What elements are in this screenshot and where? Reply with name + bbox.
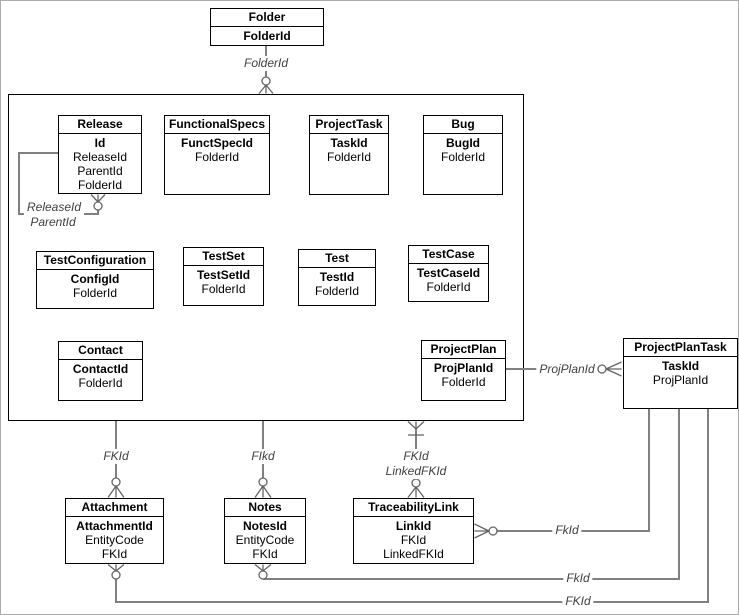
entity-bug: Bug BugId FolderId (423, 115, 503, 195)
field-taskid: TaskId (661, 359, 700, 373)
crow-foot-one-many-icon (407, 421, 425, 436)
crow-foot-zero-many-icon (254, 563, 272, 580)
field-entitycode: EntityCode (235, 533, 295, 547)
connector-attachment-ppt (115, 409, 709, 603)
label-projectplan-ppt: ProjPlanId (536, 362, 598, 377)
field-functspecid: FunctSpecId (180, 136, 253, 150)
field-notesid: NotesId (242, 519, 287, 533)
field-folderid: FolderId (426, 280, 471, 294)
field-taskid: TaskId (330, 136, 368, 150)
field-projplanid: ProjPlanId (433, 361, 494, 375)
entity-testset-title: TestSet (184, 248, 263, 266)
entity-notes-title: Notes (225, 499, 305, 517)
entity-testcase: TestCase TestCaseId FolderId (408, 245, 489, 302)
label-container-trace-1: FKId (400, 449, 432, 464)
field-parentid: ParentId (77, 164, 123, 178)
crow-foot-zero-many-icon (90, 194, 106, 211)
field-testsetid: TestSetId (196, 268, 251, 282)
entity-notes: Notes NotesId EntityCode FKId (224, 498, 306, 564)
field-fkid: FKId (252, 547, 278, 561)
field-id: Id (94, 136, 106, 150)
crow-foot-zero-many-icon (597, 361, 622, 377)
field-folderid: FolderId (77, 178, 123, 192)
folder-scope-container (8, 94, 524, 421)
field-contactid: ContactId (72, 362, 129, 376)
label-release-self-2: ParentId (27, 215, 79, 230)
entity-folder: Folder FolderId (210, 8, 324, 46)
field-releaseid: ReleaseId (72, 150, 128, 164)
field-bugid: BugId (446, 136, 480, 150)
field-linkedfkid: LinkedFKId (383, 547, 444, 561)
crow-foot-zero-many-icon (474, 523, 498, 539)
crow-foot-zero-many-icon (107, 477, 125, 498)
field-folderid: FolderId (441, 375, 486, 389)
entity-projecttask-title: ProjectTask (310, 116, 388, 134)
crow-foot-zero-many-icon (107, 563, 125, 580)
field-folderid: FolderId (201, 282, 246, 296)
field-folderid: FolderId (78, 376, 123, 390)
label-folder-container: FolderId (240, 56, 292, 71)
entity-test-title: Test (299, 250, 375, 268)
field-linkid: LinkId (395, 519, 432, 533)
label-trace-ppt: FkId (552, 523, 582, 538)
entity-testcase-title: TestCase (409, 246, 488, 264)
entity-testconfiguration-title: TestConfiguration (37, 252, 153, 270)
entity-testset: TestSet TestSetId FolderId (183, 247, 264, 306)
field-entitycode: EntityCode (85, 533, 144, 547)
field-configid: ConfigId (70, 272, 120, 286)
field-folderid: FolderId (314, 284, 360, 298)
entity-release-title: Release (59, 116, 141, 134)
connector-trace-ppt (497, 409, 650, 532)
field-testcaseid: TestCaseId (416, 266, 481, 280)
field-projplanid: ProjPlanId (652, 373, 709, 387)
entity-projecttask: ProjectTask TaskId FolderId (309, 115, 389, 195)
entity-projectplan-title: ProjectPlan (422, 341, 505, 359)
connector-release-self (18, 152, 99, 215)
field-folderid: FolderId (326, 150, 372, 164)
entity-bug-title: Bug (424, 116, 502, 134)
entity-traceabilitylink: TraceabilityLink LinkId FKId LinkedFKId (353, 498, 474, 564)
field-folderid: FolderId (440, 150, 486, 164)
entity-test: Test TestId FolderId (298, 249, 376, 306)
field-folderid: FolderId (72, 286, 118, 300)
field-folderid: FolderId (243, 29, 291, 43)
field-folderid: FolderId (194, 150, 240, 164)
entity-traceabilitylink-title: TraceabilityLink (354, 499, 473, 517)
entity-release: Release Id ReleaseId ParentId FolderId (58, 115, 142, 194)
entity-contact-title: Contact (59, 342, 142, 360)
label-attachment-ppt: FKId (562, 594, 594, 609)
label-release-self-1: ReleaseId (23, 200, 85, 215)
entity-attachment-title: Attachment (66, 499, 163, 517)
connector-notes-ppt (263, 409, 680, 580)
label-container-trace-2: LinkedFKId (382, 464, 450, 479)
crow-foot-zero-many-icon (407, 478, 425, 498)
field-attachmentid: AttachmentId (76, 519, 153, 533)
entity-contact: Contact ContactId FolderId (58, 341, 143, 401)
entity-attachment: Attachment AttachmentId EntityCode FKId (65, 498, 164, 564)
field-testid: TestId (319, 270, 355, 284)
field-fkid: FKId (400, 533, 427, 547)
entity-functionalspecs-title: FunctionalSpecs (165, 116, 269, 134)
label-container-notes: FIkd (248, 449, 278, 464)
label-notes-ppt: FkId (563, 571, 593, 586)
entity-projectplantask: ProjectPlanTask TaskId ProjPlanId (623, 338, 738, 409)
crow-foot-zero-many-icon (258, 76, 274, 94)
entity-testconfiguration: TestConfiguration ConfigId FolderId (36, 251, 154, 309)
crow-foot-zero-many-icon (254, 477, 272, 498)
entity-functionalspecs: FunctionalSpecs FunctSpecId FolderId (164, 115, 270, 195)
entity-projectplan: ProjectPlan ProjPlanId FolderId (421, 340, 506, 401)
field-fkid: FKId (101, 547, 128, 561)
entity-folder-title: Folder (211, 9, 323, 27)
entity-projectplantask-title: ProjectPlanTask (624, 339, 737, 357)
label-container-attachment: FKId (100, 449, 132, 464)
